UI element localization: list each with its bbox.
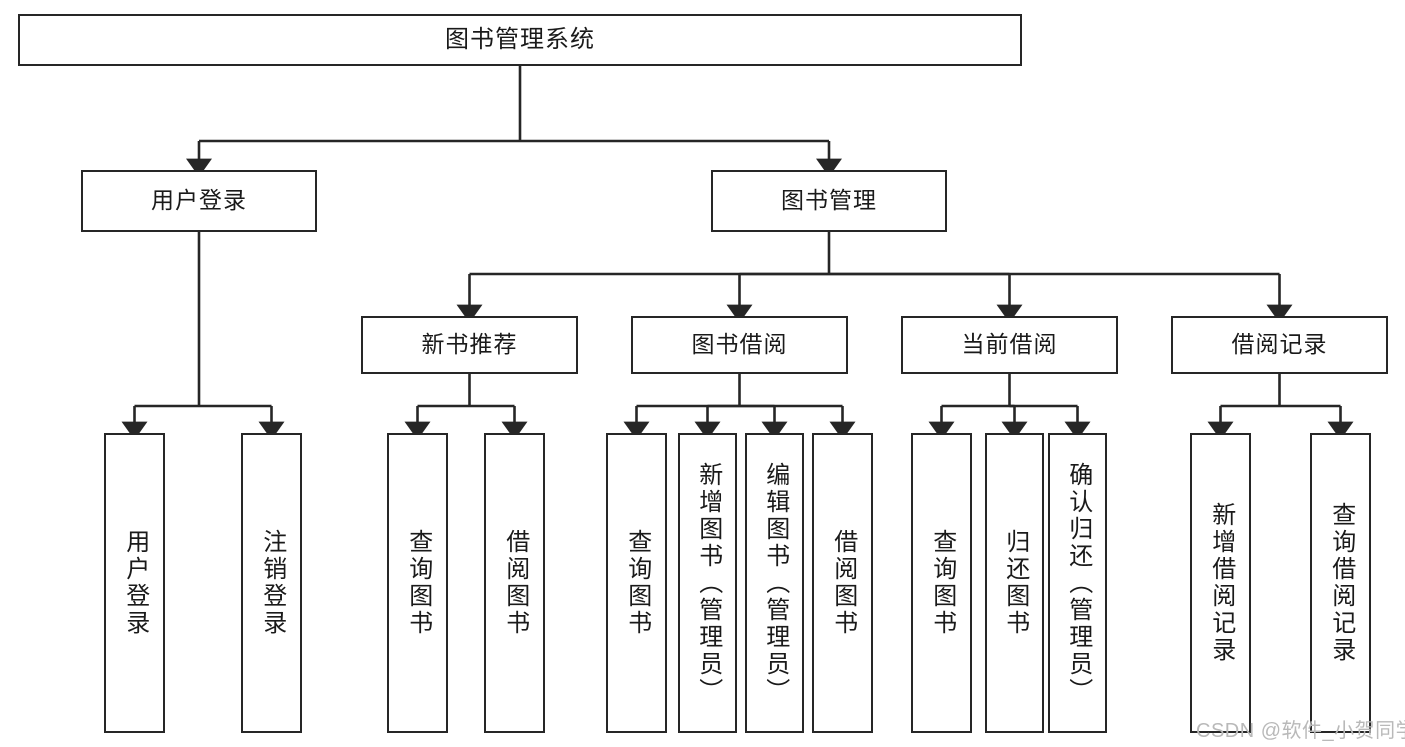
node-label: 新增图书（管理员） [694,461,722,705]
node-label: 新增借阅记录 [1207,502,1235,664]
node-label: 图书管理系统 [445,25,595,53]
node-label: 确认归还（管理员） [1064,461,1092,705]
node-leaf-11[interactable]: 新增借阅记录 [1190,433,1251,733]
node-label: 查询图书 [928,529,956,637]
node-leaf-6[interactable]: 编辑图书（管理员） [745,433,804,733]
node-leaf-4[interactable]: 查询图书 [606,433,667,733]
watermark-text: CSDN @软件_小贺同学 [1196,720,1405,742]
node-leaf-12[interactable]: 查询借阅记录 [1310,433,1371,733]
node-label: 图书管理 [781,187,877,214]
node-label: 归还图书 [1001,529,1029,637]
node-level2-用户登录[interactable]: 用户登录 [81,170,317,232]
node-leaf-5[interactable]: 新增图书（管理员） [678,433,737,733]
node-label: 查询借阅记录 [1327,502,1355,664]
node-label: 编辑图书（管理员） [761,461,789,705]
node-label: 查询图书 [404,529,432,637]
node-level3-图书借阅[interactable]: 图书借阅 [631,316,848,374]
node-level3-借阅记录[interactable]: 借阅记录 [1171,316,1388,374]
node-label: 用户登录 [151,187,247,214]
node-leaf-0[interactable]: 用户登录 [104,433,165,733]
node-label: 当前借阅 [961,331,1058,358]
node-label: 借阅图书 [829,529,857,637]
node-leaf-10[interactable]: 确认归还（管理员） [1048,433,1107,733]
node-label: 注销登录 [258,529,286,637]
node-leaf-9[interactable]: 归还图书 [985,433,1044,733]
node-label: 图书借阅 [691,331,788,358]
node-root-图书管理系统[interactable]: 图书管理系统 [18,14,1022,66]
node-label: 查询图书 [623,529,651,637]
node-level3-新书推荐[interactable]: 新书推荐 [361,316,578,374]
node-level3-当前借阅[interactable]: 当前借阅 [901,316,1118,374]
node-leaf-2[interactable]: 查询图书 [387,433,448,733]
node-level2-图书管理[interactable]: 图书管理 [711,170,947,232]
node-leaf-8[interactable]: 查询图书 [911,433,972,733]
node-leaf-7[interactable]: 借阅图书 [812,433,873,733]
node-label: 借阅图书 [501,529,529,637]
node-label: 新书推荐 [421,331,518,358]
node-leaf-3[interactable]: 借阅图书 [484,433,545,733]
node-label: 借阅记录 [1231,331,1328,358]
node-leaf-1[interactable]: 注销登录 [241,433,302,733]
node-label: 用户登录 [121,529,149,637]
